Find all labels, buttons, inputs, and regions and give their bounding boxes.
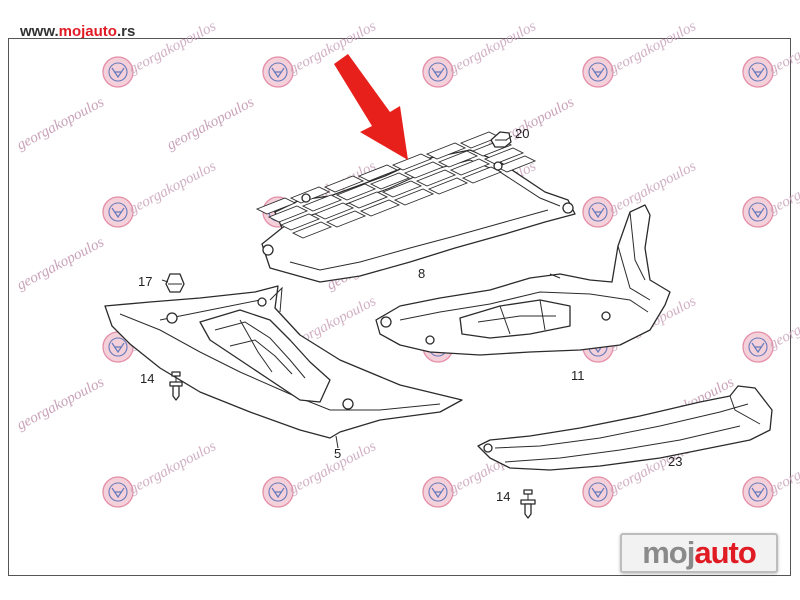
url-brand: mojauto: [58, 23, 117, 40]
watermark-badge-icon: [582, 476, 614, 508]
undertray-grid-cell: [291, 221, 333, 239]
watermark-text: georgakopoulos: [766, 158, 800, 217]
watermark-text: georgakopoulos: [446, 18, 539, 77]
watermark-stamp: georgakopoulos: [422, 18, 539, 88]
diagram-frame: [8, 38, 791, 576]
watermark-text: georgakopoulos: [606, 18, 699, 77]
url-suffix: .rs: [116, 23, 136, 40]
part-8-undertray: [255, 131, 576, 283]
watermark-text: georgakopoulos: [126, 158, 219, 217]
undertray-grid: [255, 131, 537, 239]
undertray-grid-cell: [461, 166, 503, 184]
watermark-badge-icon: [742, 331, 774, 363]
undertray-grid-cell: [359, 199, 401, 217]
watermark-stamp: georgakopoulos: [102, 158, 219, 228]
undertray-grid-cell: [313, 202, 355, 220]
callout-14-bottom: 14: [496, 489, 510, 504]
watermark-text: georgakopoulos: [14, 374, 107, 433]
watermark-stamp: georgakopoulos: [262, 438, 379, 508]
undertray-grid-cell: [483, 147, 525, 165]
undertray-grid-cell: [325, 210, 367, 228]
part-14-screw-bottom: [520, 489, 536, 519]
site-url[interactable]: www.mojauto.rs: [20, 23, 135, 40]
part-23-side-strip: [477, 385, 773, 471]
undertray-grid-cell: [267, 205, 309, 223]
watermark-badge-icon: [422, 476, 454, 508]
watermark-text: georgakopoulos: [14, 234, 107, 293]
watermark-badge-icon: [742, 476, 774, 508]
callout-leaders: [161, 135, 561, 449]
watermark-badge-icon: [742, 196, 774, 228]
watermark-text: georgakopoulos: [286, 438, 379, 497]
undertray-grid-cell: [289, 186, 331, 204]
callout-14-left: 14: [140, 371, 154, 386]
watermark-text: georgakopoulos: [766, 293, 800, 352]
callout-labels: 20 8 17 11 14 5 23 14: [138, 126, 682, 504]
callout-17: 17: [138, 274, 152, 289]
watermark-stamp: georgakopoulos: [742, 293, 800, 363]
logo-text-auto: auto: [694, 535, 756, 570]
watermark-badge-icon: [102, 476, 134, 508]
watermark-text: georgakopoulos: [766, 438, 800, 497]
watermark-text: georgakopoulos: [766, 18, 800, 77]
watermark-text: georgakopoulos: [14, 94, 107, 153]
watermark-text: georgakopoulos: [126, 18, 219, 77]
undertray-grid-cell: [425, 142, 467, 160]
undertray-grid-cell: [347, 191, 389, 209]
callout-23: 23: [668, 454, 682, 469]
undertray-grid-cell: [391, 153, 433, 171]
watermark-text: georgakopoulos: [606, 158, 699, 217]
watermark-badge-icon: [422, 56, 454, 88]
watermark-stamp: georgakopoulos: [742, 438, 800, 508]
watermark-badge-icon: [582, 196, 614, 228]
callout-8: 8: [418, 266, 425, 281]
watermark-badge-icon: [582, 56, 614, 88]
callout-20: 20: [515, 126, 529, 141]
part-14-screw-left: [169, 371, 183, 401]
undertray-grid-cell: [403, 161, 445, 179]
undertray-grid-cell: [255, 197, 297, 215]
url-prefix: www.: [20, 23, 59, 40]
watermark-stamp: georgakopoulos: [742, 158, 800, 228]
watermark-badge-icon: [262, 56, 294, 88]
watermark-badge-icon: [102, 56, 134, 88]
callout-11: 11: [571, 368, 585, 383]
red-pointer-arrow: [334, 54, 408, 160]
undertray-grid-cell: [369, 172, 411, 190]
watermark-stamp: georgakopoulos: [582, 18, 699, 88]
undertray-grid-cell: [381, 180, 423, 198]
watermark-text: georgakopoulos: [164, 94, 257, 153]
part-11-rear-panel: [375, 204, 671, 356]
watermark-badge-icon: [262, 476, 294, 508]
watermark-text: georgakopoulos: [286, 18, 379, 77]
undertray-grid-cell: [449, 158, 491, 176]
undertray-grid-cell: [427, 177, 469, 195]
watermark-badge-icon: [102, 196, 134, 228]
watermark-stamp: georgakopoulos: [742, 18, 800, 88]
undertray-grid-cell: [323, 175, 365, 193]
undertray-grid-cell: [301, 194, 343, 212]
undertray-grid-cell: [437, 150, 479, 168]
watermark-badge-icon: [742, 56, 774, 88]
watermark-stamp: georgakopoulos: [102, 438, 219, 508]
callout-5: 5: [334, 446, 341, 461]
watermark-stamp: georgakopoulos: [102, 18, 219, 88]
undertray-grid-cell: [357, 164, 399, 182]
logo-text-moj: moj: [642, 535, 695, 570]
undertray-grid-cell: [415, 169, 457, 187]
undertray-grid-cell: [335, 183, 377, 201]
undertray-grid-cell: [279, 213, 321, 231]
watermark-text: georgakopoulos: [126, 438, 219, 497]
undertray-grid-cell: [459, 131, 501, 149]
undertray-grid-cell: [393, 188, 435, 206]
part-20-clip: [490, 131, 512, 148]
part-17-clip: [165, 273, 185, 293]
